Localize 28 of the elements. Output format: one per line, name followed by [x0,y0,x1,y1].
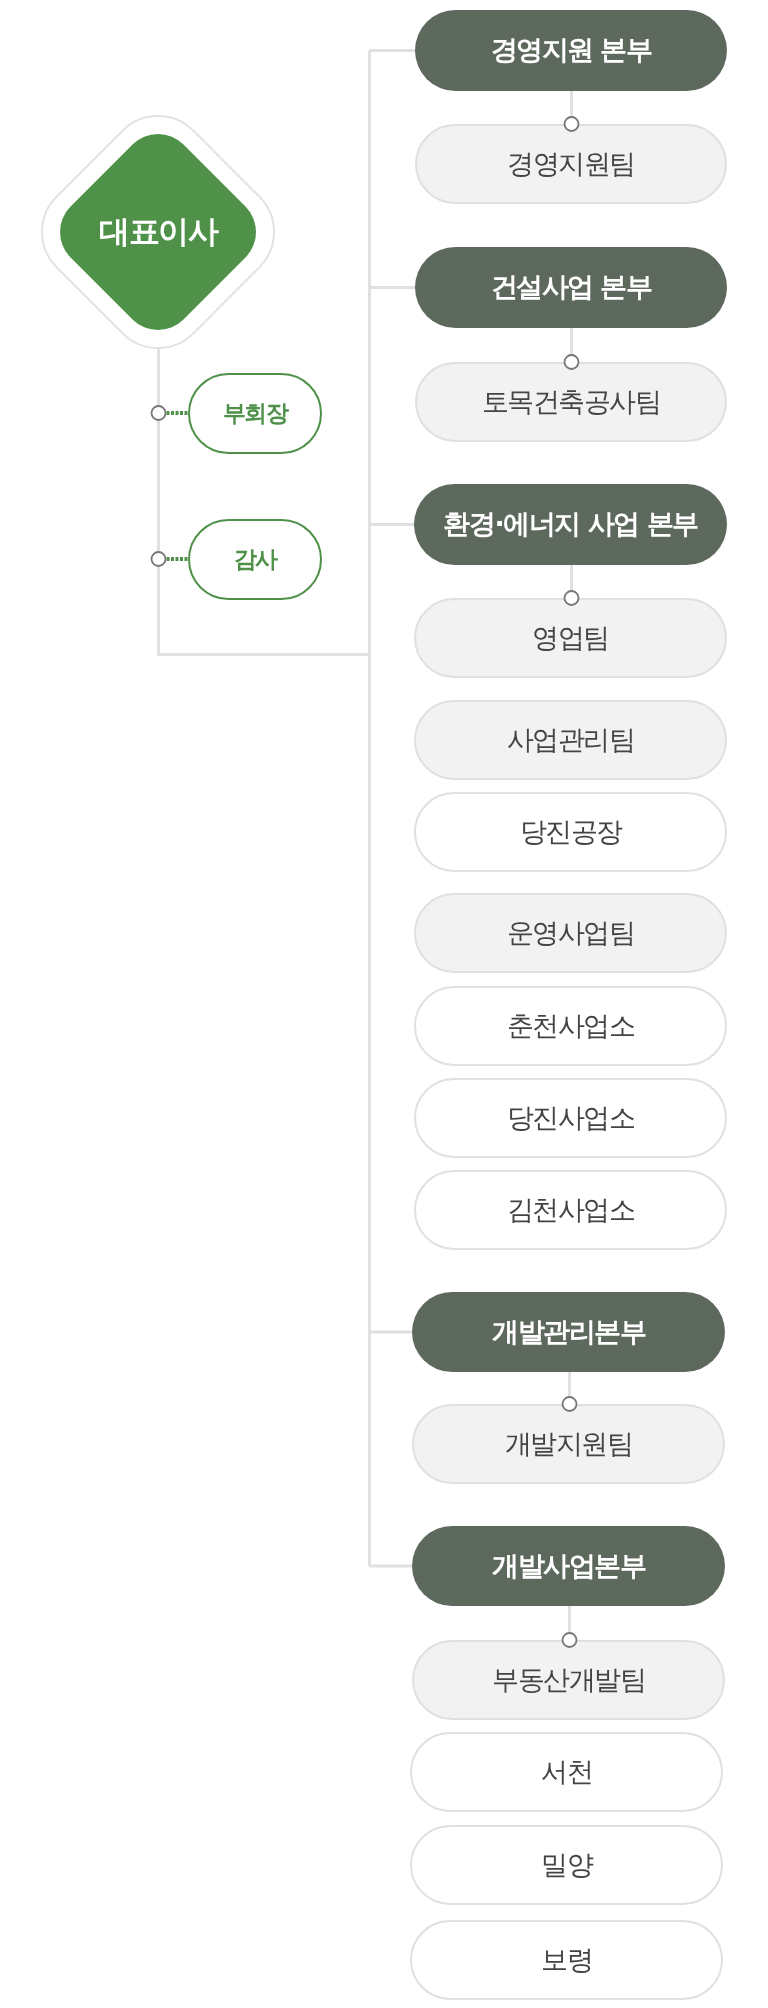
site-box: 김천사업소 [414,1170,727,1250]
site-box: 당진사업소 [414,1078,727,1158]
connector-line [563,328,580,370]
division-box: 환경·에너지 사업 본부 [414,484,727,565]
site-box: 서천 [410,1732,723,1812]
site-box: 밀양 [410,1825,723,1905]
role-box: 부회장 [188,373,322,454]
site-box: 보령 [410,1920,723,2000]
division-box: 개발관리본부 [412,1292,725,1372]
team-box: 운영사업팀 [414,893,727,973]
connector-line [561,1372,578,1412]
site-box: 당진공장 [414,792,727,872]
division-box: 건설사업 본부 [415,247,727,328]
team-box: 개발지원팀 [412,1404,725,1484]
connector-line [561,1606,578,1648]
rounded-diamond: 대표이사 [41,115,275,349]
team-box: 사업관리팀 [414,700,727,780]
team-box: 토목건축공사팀 [415,362,727,442]
role-box: 감사 [188,519,322,600]
division-box: 경영지원 본부 [415,10,727,91]
team-box: 부동산개발팀 [412,1640,725,1720]
team-box: 경영지원팀 [415,124,727,204]
connector-line [157,49,371,1568]
connector-line [563,565,580,606]
connector-line [563,91,580,132]
team-box: 영업팀 [414,598,727,678]
division-box: 개발사업본부 [412,1526,725,1606]
site-box: 춘천사업소 [414,986,727,1066]
